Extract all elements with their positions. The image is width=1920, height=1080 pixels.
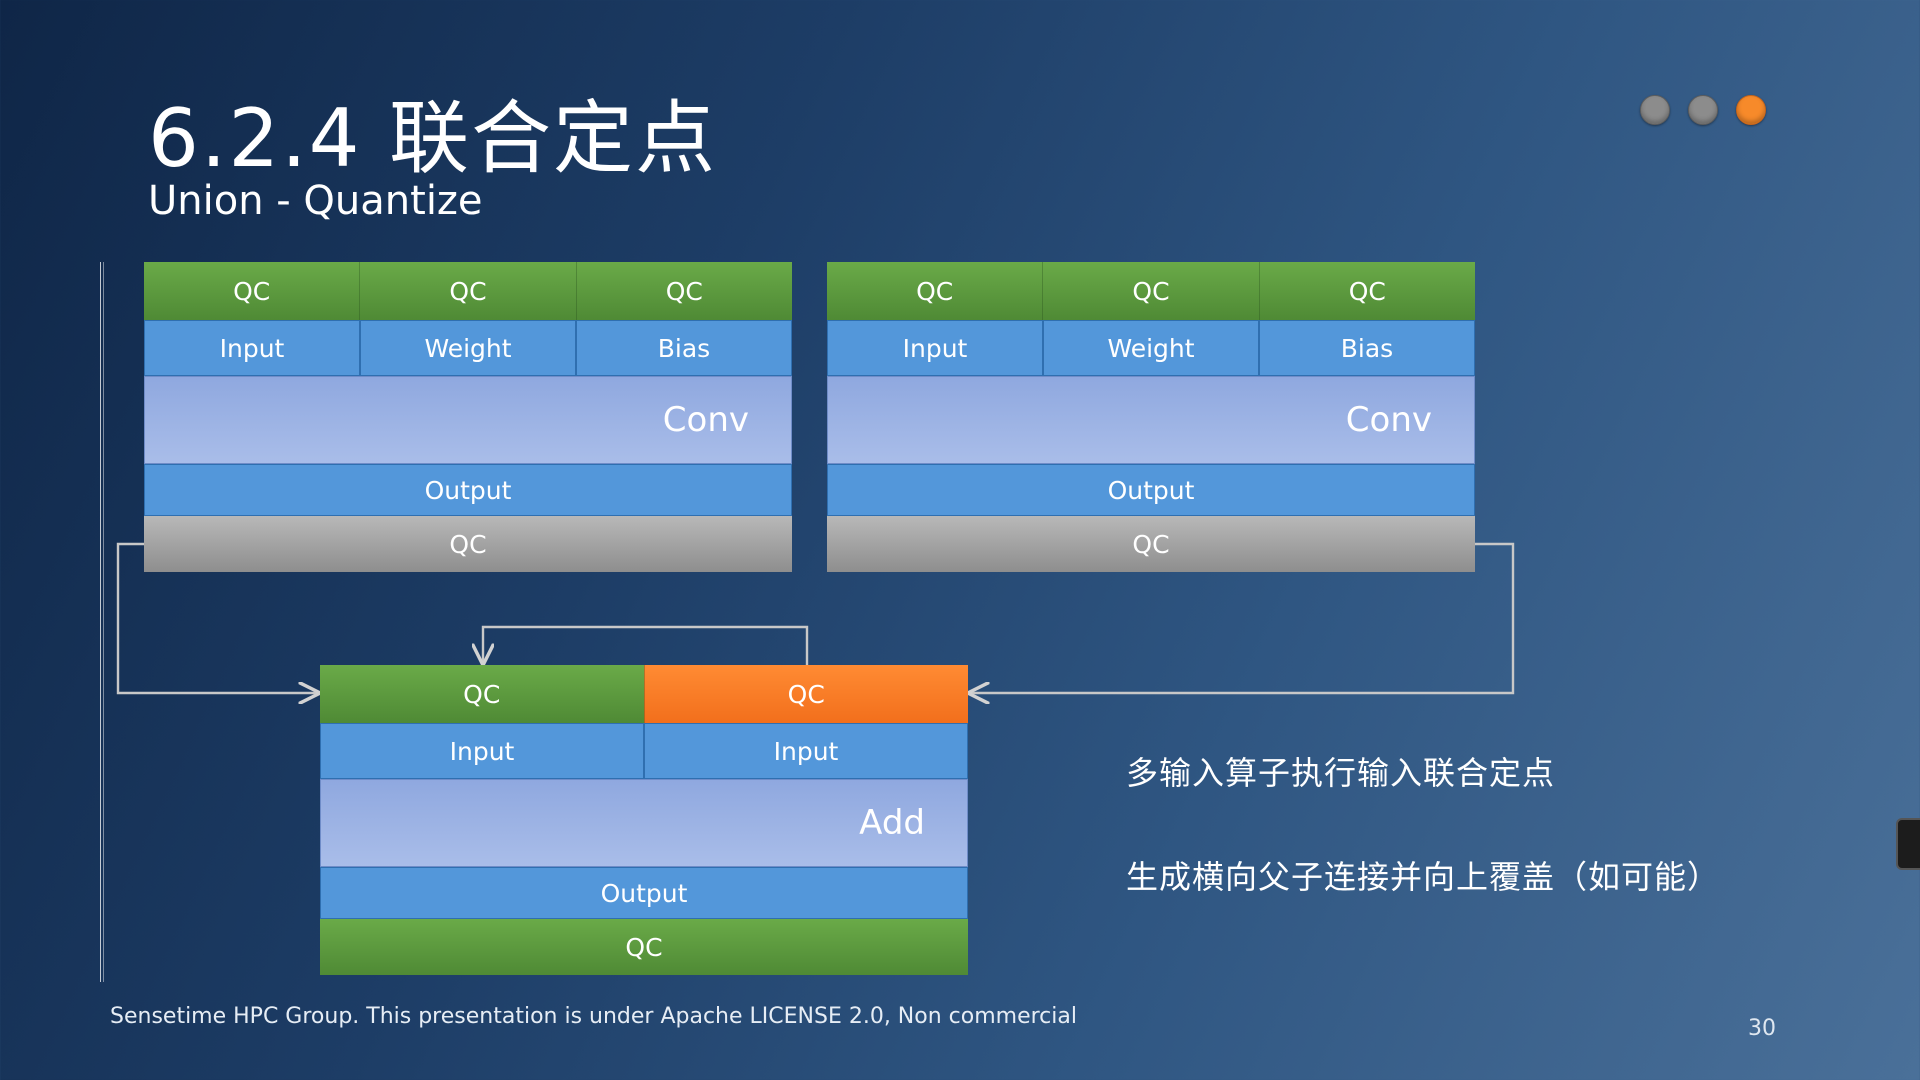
side-handle-icon[interactable] [1896,818,1920,870]
qc-cell-highlight: QC [643,665,968,723]
input-cell: Input [144,320,360,376]
qc-output-cell: QC [320,919,968,975]
arrow-right-to-add [970,542,1515,693]
page-number: 30 [1748,1016,1776,1041]
arrow-lateral-parent-child [483,625,809,665]
add-block: QC QC Input Input Add Output QC [320,665,968,975]
output-cell: Output [320,867,968,919]
qc-cell: QC [827,262,1043,320]
footer-text: Sensetime HPC Group. This presentation i… [110,1004,1077,1029]
output-cell: Output [144,464,792,516]
weight-cell: Weight [360,320,576,376]
qc-cell: QC [1042,262,1259,320]
page-subtitle: Union - Quantize [148,178,483,224]
vertical-divider [100,262,104,982]
nav-dot-icon[interactable] [1640,95,1670,125]
bias-cell: Bias [1259,320,1475,376]
input-cell: Input [320,723,644,779]
qc-cell: QC [575,262,792,320]
arrow-left-to-add [116,542,318,693]
qc-output-cell: QC [827,516,1475,572]
slide-nav-dots [1640,95,1766,125]
page-title: 6.2.4 联合定点 [148,92,717,185]
qc-cell: QC [1258,262,1475,320]
conv-block-right: QC QC QC Input Weight Bias Conv Output Q… [827,262,1475,572]
qc-output-cell: QC [144,516,792,572]
weight-cell: Weight [1043,320,1259,376]
output-cell: Output [827,464,1475,516]
qc-cell: QC [320,665,644,723]
note-text-1: 多输入算子执行输入联合定点 [1126,754,1556,792]
bias-cell: Bias [576,320,792,376]
nav-dot-active-icon[interactable] [1736,95,1766,125]
nav-dot-icon[interactable] [1688,95,1718,125]
input-cell: Input [644,723,968,779]
note-text-2: 生成横向父子连接并向上覆盖（如可能） [1126,858,1721,896]
qc-cell: QC [144,262,360,320]
op-cell-add: Add [320,779,968,867]
op-cell-conv: Conv [827,376,1475,464]
conv-block-left: QC QC QC Input Weight Bias Conv Output Q… [144,262,792,572]
op-cell-conv: Conv [144,376,792,464]
qc-cell: QC [359,262,576,320]
input-cell: Input [827,320,1043,376]
